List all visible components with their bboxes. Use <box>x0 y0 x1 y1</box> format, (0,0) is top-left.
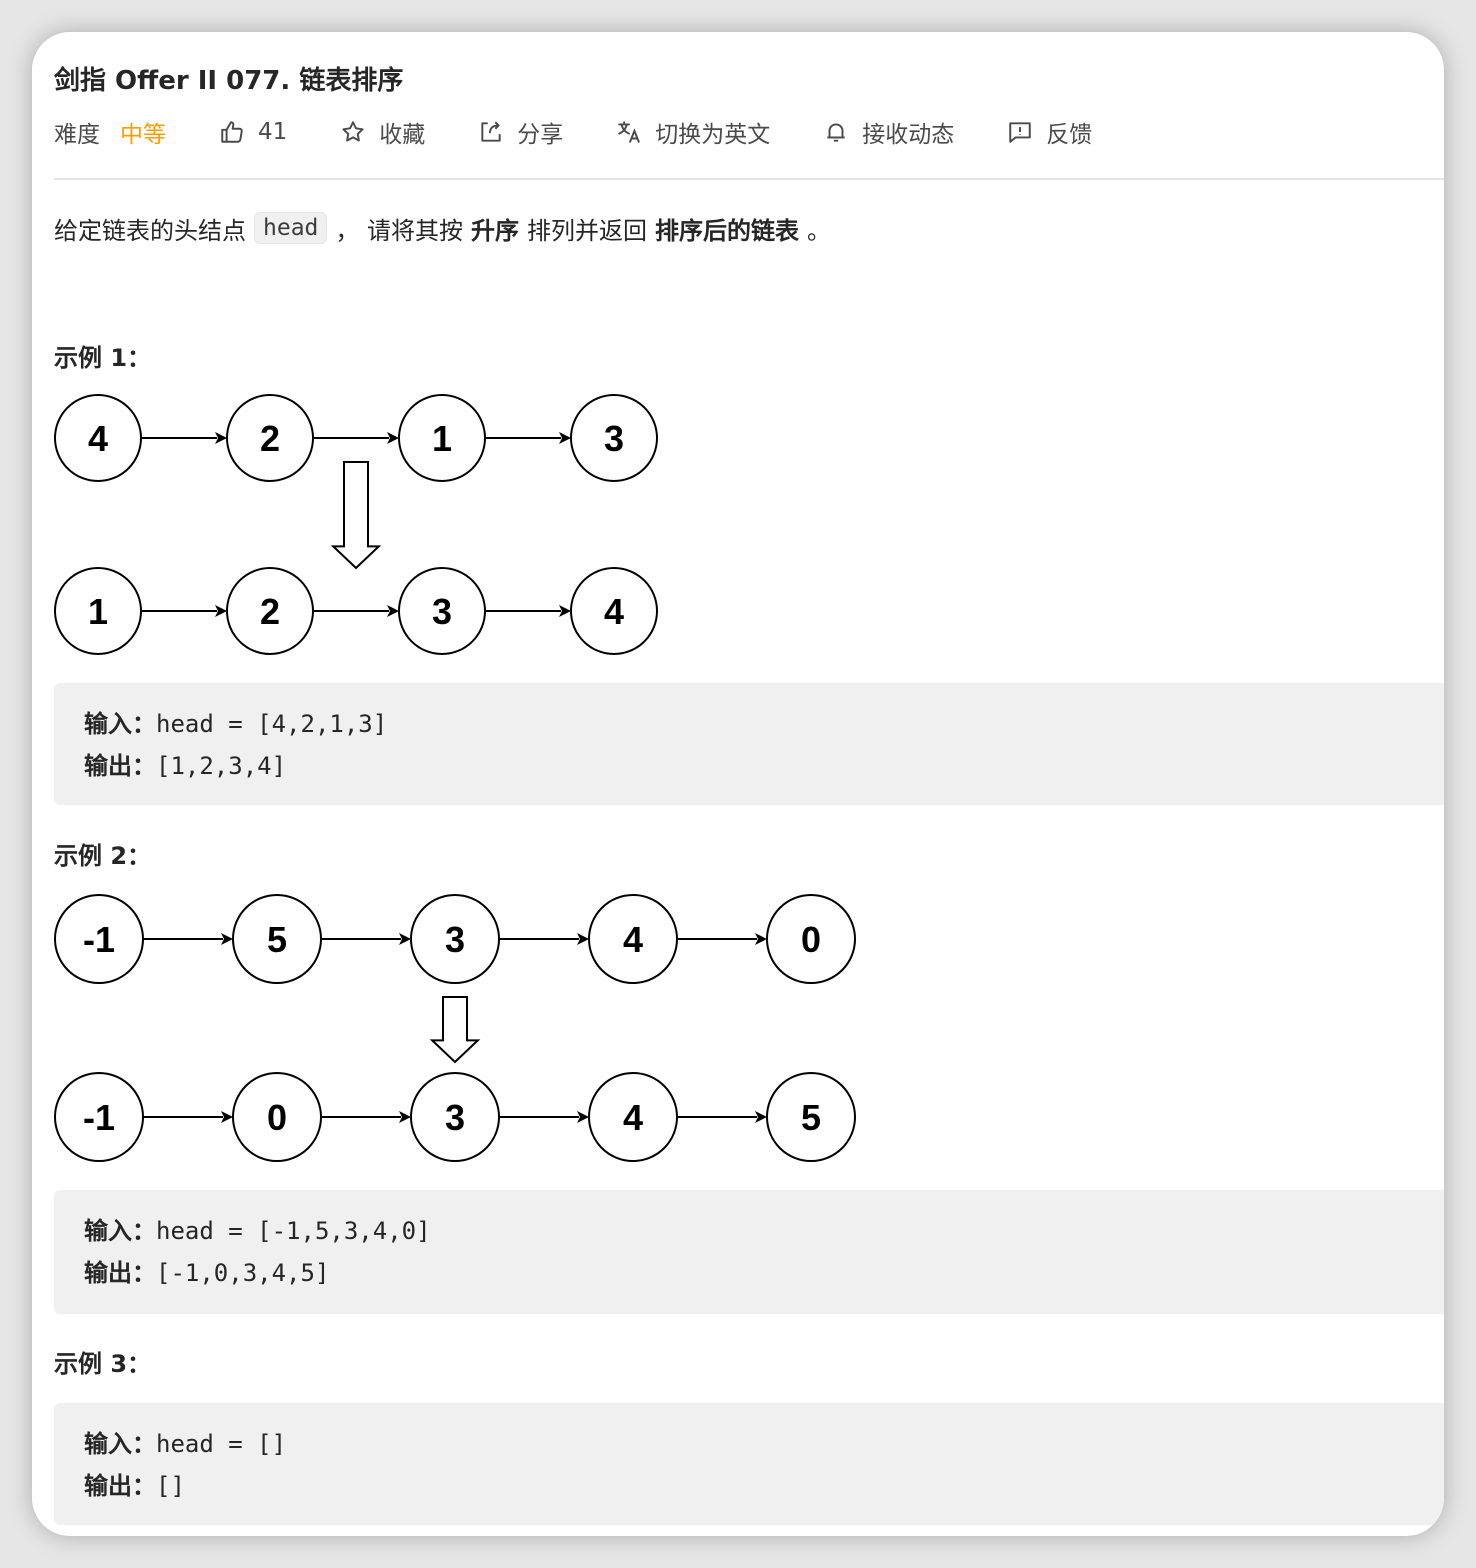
arrow-head <box>559 432 571 444</box>
input-value: head = [-1,5,3,4,0] <box>156 1217 431 1245</box>
arrow-head <box>399 933 411 945</box>
description-emphasis: 排序后的链表 <box>655 216 800 245</box>
arrow-head <box>399 1111 411 1123</box>
share-label: 分享 <box>517 122 564 148</box>
output-label: 输出： <box>84 1472 156 1500</box>
output-value: [1,2,3,4] <box>156 752 287 780</box>
node-value: 1 <box>88 591 108 632</box>
node-value: 3 <box>604 418 624 459</box>
example-1-diagram: 4 2 1 3 1 2 3 4 <box>54 394 658 655</box>
arrow-head <box>387 605 399 617</box>
output-value: [-1,0,3,4,5] <box>156 1259 330 1287</box>
translate-label: 切换为英文 <box>655 122 771 148</box>
node-value: 0 <box>267 1097 287 1138</box>
favorite-button[interactable]: 收藏 <box>339 115 425 149</box>
input-label: 输入： <box>84 710 156 738</box>
example-2-heading: 示例 2： <box>54 842 152 870</box>
list-node <box>570 394 658 482</box>
arrow-head <box>755 1111 767 1123</box>
arrow-head <box>755 933 767 945</box>
node-value: 5 <box>801 1097 821 1138</box>
inline-code: head <box>254 212 328 244</box>
description-text: ， 请将其按 <box>335 216 464 245</box>
difficulty-badge: 中等 <box>120 122 166 148</box>
arrow-head <box>577 1111 589 1123</box>
description-text: 排列并返回 <box>527 216 648 245</box>
feedback-label: 反馈 <box>1046 122 1093 148</box>
list-node <box>766 894 856 984</box>
node-value: 1 <box>432 418 452 459</box>
example-1-io-block: 输入：head = [4,2,1,3] 输出：[1,2,3,4] <box>54 683 1444 805</box>
arrow-head <box>215 605 227 617</box>
feedback-button[interactable]: 反馈 <box>1006 115 1092 149</box>
arrow-head <box>215 432 227 444</box>
output-value: [] <box>156 1472 185 1500</box>
arrow-head <box>221 1111 233 1123</box>
bell-icon <box>822 118 850 146</box>
share-icon <box>477 118 505 146</box>
like-count: 41 <box>258 119 288 145</box>
like-button[interactable]: 41 <box>218 118 287 146</box>
subscribe-button[interactable]: 接收动态 <box>822 115 954 149</box>
node-value: 3 <box>445 1097 465 1138</box>
arrow-head <box>577 933 589 945</box>
list-node <box>570 567 658 655</box>
node-value: 4 <box>88 418 108 459</box>
thumbs-up-icon <box>218 118 246 146</box>
description-text: 。 <box>807 216 832 245</box>
description-text: 给定链表的头结点 <box>54 216 246 245</box>
difficulty-label: 难度 <box>54 122 100 148</box>
node-value: 0 <box>801 919 821 960</box>
list-node <box>766 1072 856 1162</box>
star-icon <box>339 118 367 146</box>
node-value: 2 <box>260 418 280 459</box>
node-value: 5 <box>267 919 287 960</box>
feedback-icon <box>1006 118 1034 146</box>
example-3-heading: 示例 3： <box>54 1350 152 1378</box>
header-divider <box>54 178 1444 180</box>
meta-toolbar: 难度 中等 41 收藏 <box>54 114 1144 150</box>
arrow-head <box>221 933 233 945</box>
node-value: -1 <box>83 919 115 960</box>
arrow-head <box>387 432 399 444</box>
sort-down-arrow <box>429 996 481 1064</box>
node-value: 4 <box>623 919 643 960</box>
example-3-io-block: 输入：head = [] 输出：[] <box>54 1403 1444 1525</box>
output-label: 输出： <box>84 1259 156 1287</box>
node-value: 2 <box>260 591 280 632</box>
example-2-diagram: -1 5 3 4 0 -1 0 3 4 5 <box>54 894 856 1162</box>
example-2-io-block: 输入：head = [-1,5,3,4,0] 输出：[-1,0,3,4,5] <box>54 1190 1444 1314</box>
input-value: head = [4,2,1,3] <box>156 710 388 738</box>
node-value: -1 <box>83 1097 115 1138</box>
arrow-head <box>559 605 571 617</box>
subscribe-label: 接收动态 <box>862 122 955 148</box>
node-value: 3 <box>445 919 465 960</box>
input-label: 输入： <box>84 1430 156 1458</box>
problem-title: 剑指 Offer II 077. 链表排序 <box>54 66 404 96</box>
output-label: 输出： <box>84 752 156 780</box>
node-value: 3 <box>432 591 452 632</box>
input-value: head = [] <box>156 1430 287 1458</box>
translate-icon <box>615 118 643 146</box>
node-value: 4 <box>623 1097 643 1138</box>
problem-card: 剑指 Offer II 077. 链表排序 难度 中等 41 收藏 <box>32 32 1444 1536</box>
node-value: 4 <box>604 591 624 632</box>
share-button[interactable]: 分享 <box>477 115 563 149</box>
input-label: 输入： <box>84 1217 156 1245</box>
description-emphasis: 升序 <box>471 216 520 245</box>
problem-description: 给定链表的头结点 head ， 请将其按 升序 排列并返回 排序后的链表 。 <box>54 208 831 248</box>
translate-button[interactable]: 切换为英文 <box>615 115 770 149</box>
sort-down-arrow <box>330 461 382 570</box>
favorite-label: 收藏 <box>379 122 426 148</box>
example-1-heading: 示例 1： <box>54 344 152 372</box>
